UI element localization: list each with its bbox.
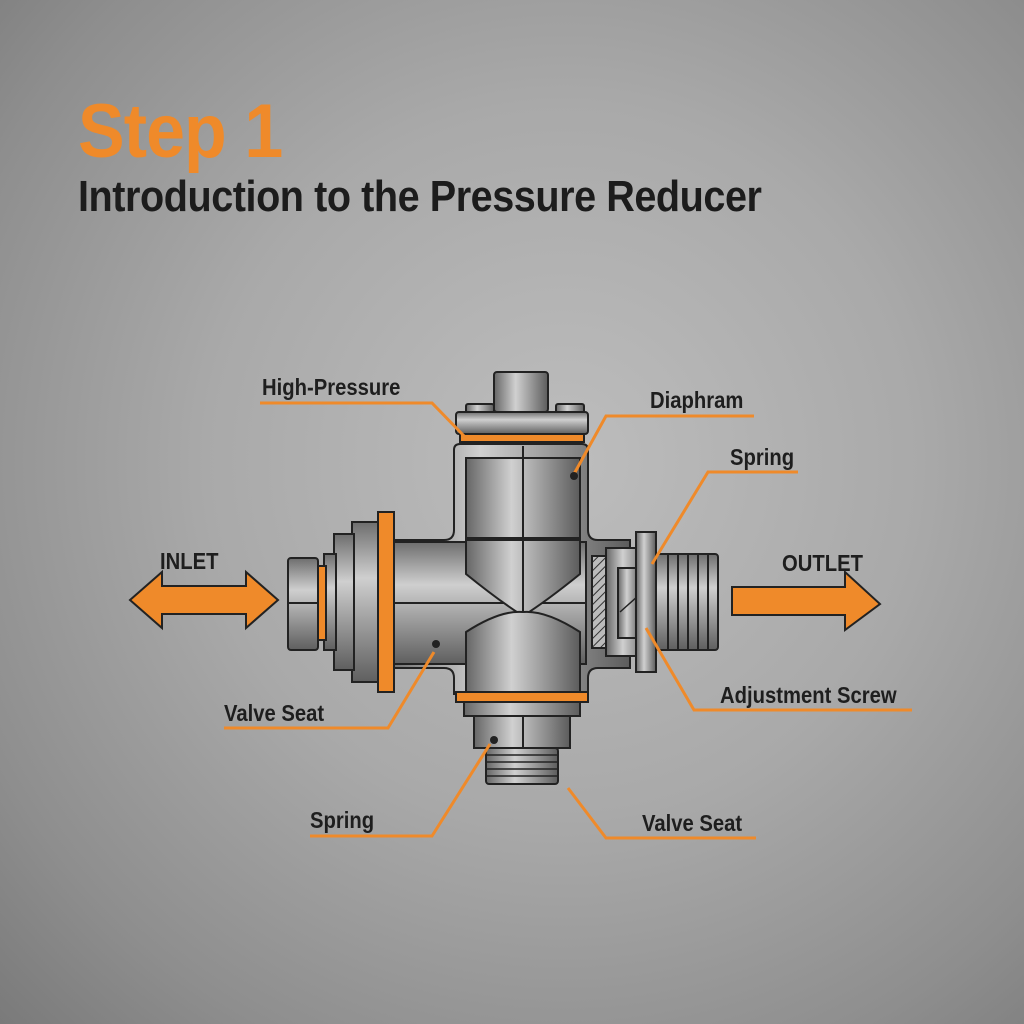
callout-lines [224,401,912,840]
callout-adjustment-screw: Adjustment Screw [720,682,897,708]
callout-spring-right: Spring [730,444,795,470]
inlet-label: INLET [160,548,219,574]
callout-diaphram: Diaphram [650,387,744,413]
step-heading: Step 1 [78,89,283,174]
callout-valve-seat-left: Valve Seat [224,700,325,726]
callout-spring-bottom: Spring [310,807,375,833]
outlet-label: OUTLET [782,550,863,576]
outlet-arrow-icon [731,569,882,632]
page-title: Introduction to the Pressure Reducer [78,172,762,221]
callout-high-pressure: High-Pressure [262,374,401,400]
callout-valve-seat-bottom: Valve Seat [642,810,743,836]
valve-body [287,371,719,785]
inlet-arrow-icon [128,569,280,631]
